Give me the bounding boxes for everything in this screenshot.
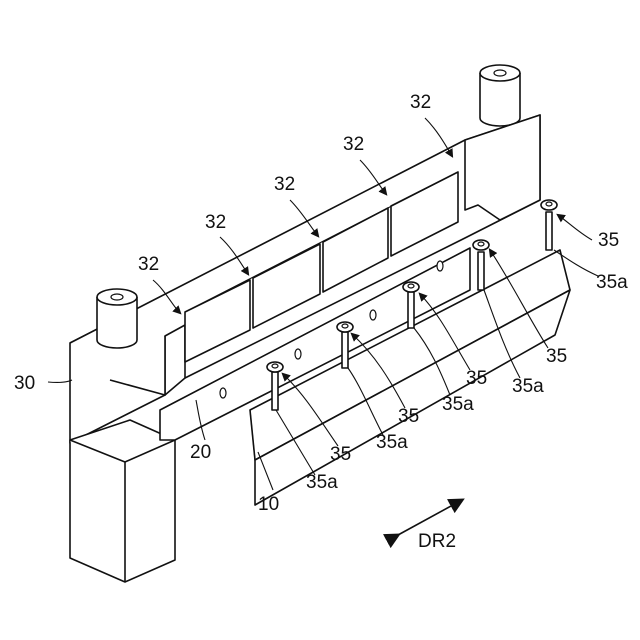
label-35a-e: 35a (306, 472, 338, 493)
label-35-e: 35 (330, 444, 351, 465)
label-35a-a: 35a (596, 272, 628, 293)
label-32-b: 32 (205, 212, 226, 233)
label-30: 30 (14, 373, 35, 394)
label-35a-c: 35a (442, 394, 474, 415)
lower-base (70, 420, 175, 582)
label-32-e: 32 (410, 92, 431, 113)
label-10: 10 (258, 494, 279, 515)
label-dr2: DR2 (418, 531, 456, 552)
right-post (480, 65, 520, 126)
label-35-b: 35 (546, 346, 567, 367)
bolt-4 (473, 240, 489, 290)
label-35a-b: 35a (512, 376, 544, 397)
label-32-c: 32 (274, 174, 295, 195)
bolt-5 (541, 200, 557, 250)
label-35-d: 35 (398, 406, 419, 427)
left-post (97, 289, 137, 348)
label-35-c: 35 (466, 368, 487, 389)
label-32-a: 32 (138, 254, 159, 275)
label-20: 20 (190, 442, 211, 463)
label-32-d: 32 (343, 134, 364, 155)
direction-arrow-dr2 (398, 500, 462, 535)
label-35-a: 35 (598, 230, 619, 251)
label-35a-d: 35a (376, 432, 408, 453)
